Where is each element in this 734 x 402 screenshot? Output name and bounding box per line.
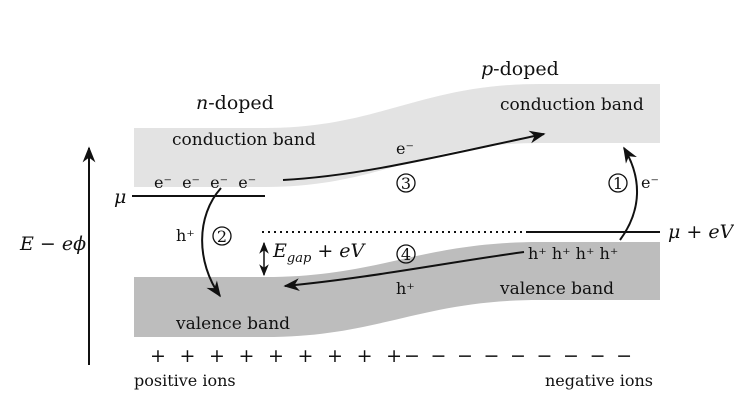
process-3-carrier-label: e⁻ xyxy=(396,139,414,158)
conduction-band-shape xyxy=(134,84,660,187)
p-holes: h⁺ h⁺ h⁺ h⁺ xyxy=(528,244,618,263)
process-3-number: 3 xyxy=(401,174,411,193)
p-doped-title: p-doped xyxy=(481,58,559,80)
process-3-marker xyxy=(396,173,416,193)
process-2-arrow xyxy=(201,187,222,298)
n-valence-band-label: valence band xyxy=(175,314,290,334)
negative-ion-signs: − − − − − − − − − xyxy=(404,345,632,367)
gap-label: Egap + eV xyxy=(272,240,367,266)
process-4-marker xyxy=(396,244,416,264)
n-electrons: e⁻ e⁻ e⁻ e⁻ xyxy=(154,173,256,192)
mu-left-label: μ xyxy=(114,186,126,208)
process-1-number: 1 xyxy=(613,174,623,193)
process-2-number: 2 xyxy=(217,227,227,246)
process-1-arrow xyxy=(619,146,639,241)
process-4-arrow xyxy=(283,251,525,292)
process-2-carrier-label: h⁺ xyxy=(176,226,195,245)
process-1-carrier-label: e⁻ xyxy=(641,173,659,192)
process-4-carrier-label: h⁺ xyxy=(396,279,415,298)
mu-right-label: μ + eV xyxy=(668,221,734,243)
n-doped-title: n-doped xyxy=(196,92,274,114)
process-3-arrow xyxy=(282,130,546,181)
positive-ion-signs: + + + + + + + + + xyxy=(150,345,402,367)
p-valence-band-label: valence band xyxy=(499,279,614,299)
p-conduction-band-label: conduction band xyxy=(500,95,644,115)
energy-axis-label: E − eϕ xyxy=(19,233,86,255)
positive-ions-label: positive ions xyxy=(134,371,236,390)
process-1-marker xyxy=(608,173,628,193)
process-2-marker xyxy=(212,226,232,246)
valence-band-shape xyxy=(134,242,660,337)
n-conduction-band-label: conduction band xyxy=(172,130,316,150)
negative-ions-label: negative ions xyxy=(545,371,653,390)
process-4-number: 4 xyxy=(401,245,411,264)
